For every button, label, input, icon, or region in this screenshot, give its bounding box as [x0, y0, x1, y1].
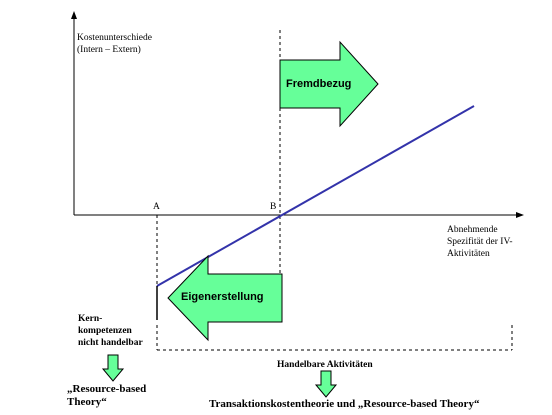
- core-competencies-line1: Kern-: [78, 314, 103, 324]
- y-axis-label-line1: Kostenunterschiede: [77, 33, 152, 43]
- x-axis-label: Abnehmende Spezifität der IV- Aktivitäte…: [447, 224, 513, 260]
- core-competencies-line3: nicht handelbar: [78, 338, 143, 348]
- eigenerstellung-label: Eigenerstellung: [181, 291, 264, 303]
- point-b-label: B: [270, 202, 277, 212]
- fremdbezug-arrow: [279, 40, 379, 128]
- cost-difference-line: [156, 105, 475, 287]
- x-axis-label-line2: Spezifität der IV-: [447, 237, 513, 247]
- theory-left-label: „Resource-based Theory“: [67, 383, 146, 409]
- y-axis-label-line2: (Intern – Extern): [77, 45, 141, 55]
- down-arrow-left: [101, 354, 125, 382]
- down-arrow-right: [314, 370, 338, 398]
- theory-left-line2: Theory“: [67, 396, 107, 408]
- x-axis-label-line1: Abnehmende: [447, 225, 498, 235]
- core-competencies-line2: kompetenzen: [78, 326, 132, 336]
- theory-right-label: Transaktionskostentheorie und „Resource-…: [209, 398, 480, 410]
- y-axis-label: Kostenunterschiede (Intern – Extern): [77, 32, 152, 56]
- tradable-activities-label: Handelbare Aktivitäten: [277, 360, 373, 370]
- x-axis-label-line3: Aktivitäten: [447, 249, 490, 259]
- y-axis-arrowhead: [71, 11, 77, 19]
- x-axis-arrowhead: [516, 212, 524, 218]
- core-competencies-label: Kern- kompetenzen nicht handelbar: [78, 313, 143, 349]
- theory-left-line1: „Resource-based: [67, 383, 147, 395]
- eigenerstellung-arrow: [167, 254, 283, 342]
- point-a-label: A: [153, 202, 160, 212]
- fremdbezug-label: Fremdbezug: [286, 78, 352, 90]
